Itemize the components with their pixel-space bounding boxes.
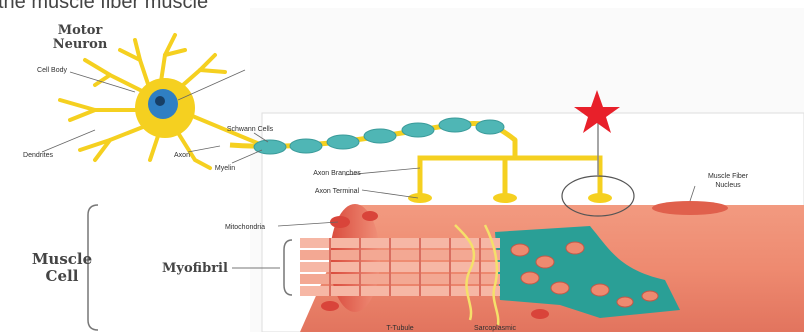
label-t-tubule: T-Tubule bbox=[386, 325, 413, 332]
muscle-fiber bbox=[300, 201, 804, 332]
myofibril-rods bbox=[300, 238, 500, 296]
label-muscle-fiber-nucleus-line1: Muscle Fiber bbox=[708, 173, 749, 180]
myofibril-title: Myofibril bbox=[162, 261, 228, 276]
label-axon-branches: Axon Branches bbox=[313, 170, 361, 177]
label-sarcoplasmic: Sarcoplasmic bbox=[474, 325, 517, 332]
muscle-cell-title-line2: Cell bbox=[46, 267, 79, 285]
label-mitochondria: Mitochondria bbox=[225, 224, 265, 231]
caption-text: the muscle fiber muscle bbox=[0, 0, 208, 13]
label-myelin: Myelin bbox=[215, 165, 235, 172]
label-dendrites: Dendrites bbox=[23, 152, 53, 159]
fiber-nucleus-shape bbox=[652, 201, 728, 215]
motor-neuron-title-line2: Neuron bbox=[53, 37, 108, 52]
label-axon-terminal: Axon Terminal bbox=[315, 188, 360, 195]
label-axon: Axon bbox=[174, 152, 190, 159]
nucleolus-shape bbox=[155, 96, 165, 106]
label-muscle-fiber-nucleus-line2: Nucleus bbox=[715, 182, 741, 189]
label-cell-body: Cell Body bbox=[37, 67, 67, 74]
motor-neuron-title-line1: Motor bbox=[58, 23, 103, 38]
label-schwann-cells: Schwann Cells bbox=[227, 126, 274, 133]
muscle-cell-title-line1: Muscle bbox=[32, 250, 92, 268]
